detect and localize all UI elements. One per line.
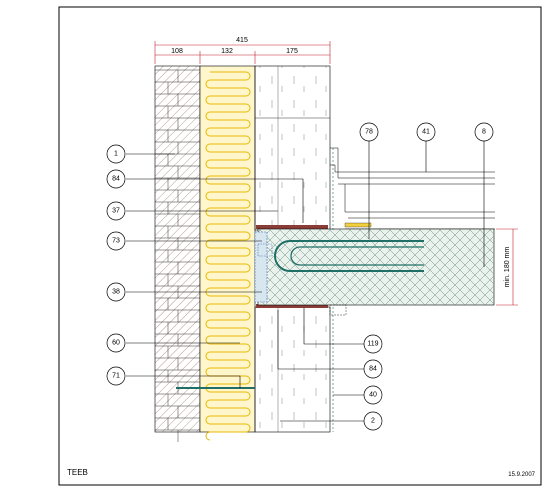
insulation-layer: [199, 65, 256, 441]
callout-marker-8: 8: [474, 122, 494, 142]
callout-marker-label: 41: [422, 129, 430, 136]
membrane-lower: [256, 304, 328, 308]
top-dimension-chain: [154, 41, 331, 64]
callout-marker-37: 37: [106, 201, 126, 221]
dimension-brick: 108: [171, 48, 183, 55]
callout-marker-label: 71: [112, 373, 120, 380]
callout-marker-label: 2: [371, 418, 375, 425]
callout-marker-2: 2: [363, 411, 383, 431]
slab-reinforcement: [274, 240, 424, 272]
callout-marker-78: 78: [359, 122, 379, 142]
footer-date: 15.9.2007: [508, 472, 535, 478]
callout-marker-84: 84: [363, 359, 383, 379]
callout-marker-label: 60: [112, 340, 120, 347]
membrane-upper: [256, 225, 328, 229]
callout-marker-60: 60: [106, 333, 126, 353]
callout-marker-119: 119: [363, 334, 383, 354]
callout-marker-label: 37: [112, 208, 120, 215]
footer-left-label: TEEB: [67, 468, 88, 477]
callout-marker-label: 78: [365, 129, 373, 136]
callout-marker-40: 40: [363, 385, 383, 405]
thermal-break: [254, 231, 273, 303]
callout-marker-label: 38: [112, 289, 120, 296]
brick-veneer: [154, 65, 201, 442]
callout-marker-1: 1: [106, 144, 126, 164]
dimension-slab: min. 180 mm: [504, 247, 511, 288]
sheet-border: [58, 6, 542, 486]
callout-marker-73: 73: [106, 231, 126, 251]
dimension-insulation: 132: [221, 48, 233, 55]
callout-marker-label: 8: [482, 129, 486, 136]
callout-marker-label: 84: [369, 366, 377, 373]
floor-buildup: [330, 147, 495, 230]
dimension-total: 415: [236, 37, 248, 44]
lower-wall: [254, 306, 331, 433]
leader-lines: [126, 141, 485, 422]
callout-marker-41: 41: [416, 122, 436, 142]
callout-marker-label: 40: [369, 392, 377, 399]
callout-marker-label: 73: [112, 238, 120, 245]
dimension-wall: 175: [286, 48, 298, 55]
upper-wall: [254, 65, 331, 231]
slab-thickness-dimension: [496, 228, 518, 306]
callout-marker-label: 84: [112, 176, 120, 183]
callout-markers: 1 84 37 73 38 60 71 78 41 8 119 84 40 2: [106, 122, 494, 431]
insulation-strip: [344, 222, 372, 228]
callout-marker-71: 71: [106, 366, 126, 386]
callout-marker-label: 1: [114, 151, 118, 158]
callout-marker-84: 84: [106, 169, 126, 189]
callout-marker-38: 38: [106, 282, 126, 302]
callout-marker-label: 119: [367, 341, 378, 348]
